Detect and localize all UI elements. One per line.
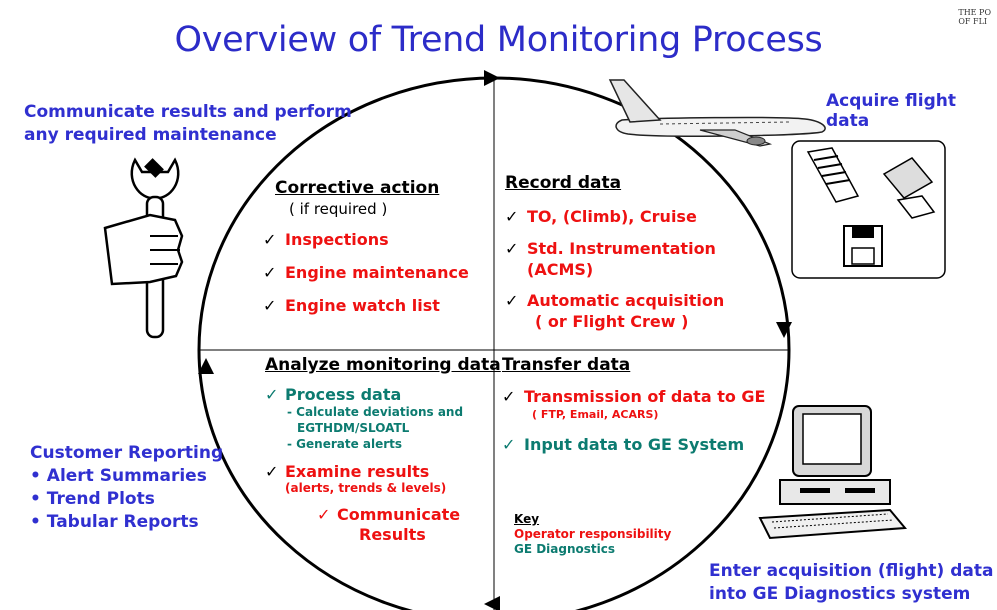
corner-mark-line: OF FLI — [958, 17, 988, 26]
corrective-action-subheading: ( if required ) — [289, 200, 388, 218]
check-icon: ✓ — [265, 385, 279, 404]
quadrant-transfer: Transfer data ✓ Transmission of data to G… — [502, 355, 765, 454]
report-item: • Trend Plots — [30, 489, 155, 509]
arrow-bottom-icon — [484, 596, 500, 610]
sub-item: EGTHDM/SLOATL — [297, 421, 410, 435]
floppy-disk-icon — [843, 225, 883, 267]
quadrant-corrective-action: Corrective action ( if required ) ✓ Inspe… — [263, 178, 469, 315]
key-ge: GE Diagnostics — [514, 542, 616, 556]
check-icon: ✓ — [505, 239, 519, 258]
label-line: Enter acquisition (flight) data — [709, 561, 994, 581]
list-item: ✓ TO, (Climb), Cruise — [505, 207, 724, 226]
list-item: ✓ Transmission of data to GE — [502, 387, 765, 406]
label-line: into GE Diagnostics system — [709, 584, 971, 604]
item-text-cont: ( or Flight Crew ) — [535, 312, 689, 331]
item-text: Engine maintenance — [285, 263, 469, 282]
data-media-box — [791, 140, 946, 279]
list-item: ✓ Engine watch list — [263, 296, 469, 315]
check-icon: ✓ — [505, 291, 519, 310]
sub-item: - Generate alerts — [287, 437, 403, 451]
arrow-top-icon — [484, 70, 500, 86]
check-icon: ✓ — [502, 387, 516, 406]
paper-tape-icon — [806, 147, 860, 203]
item-text: Communicate — [337, 505, 461, 524]
label-acquire-flight-data: Acquire flight data — [826, 91, 956, 131]
check-icon: ✓ — [502, 435, 516, 454]
disk-cartridge-icon — [882, 157, 936, 219]
list-item: ✓ Inspections — [263, 230, 469, 249]
item-text: Input data to GE System — [524, 435, 745, 454]
quadrant-analyze: Analyze monitoring data ✓ Process data - … — [265, 355, 501, 545]
item-text: Examine results — [285, 462, 430, 481]
check-icon: ✓ — [505, 207, 519, 226]
check-icon: ✓ — [263, 230, 277, 249]
item-text: Automatic acquisition — [527, 291, 725, 310]
transfer-heading: Transfer data — [502, 355, 631, 375]
analyze-heading: Analyze monitoring data — [265, 355, 501, 375]
check-icon: ✓ — [263, 263, 277, 282]
item-text-cont: Results — [359, 525, 426, 544]
item-text-cont: (ACMS) — [527, 260, 594, 279]
item-sub: (alerts, trends & levels) — [285, 481, 447, 495]
item-sub: ( FTP, Email, ACARS) — [532, 408, 659, 421]
record-data-heading: Record data — [505, 173, 622, 193]
report-item: • Tabular Reports — [30, 512, 199, 532]
arrow-left-icon — [198, 358, 214, 374]
list-item: ✓ Automatic acquisition ( or Flight Crew … — [505, 290, 724, 332]
wrench-in-hand-icon — [103, 157, 184, 339]
item-text: Inspections — [285, 230, 389, 249]
list-item: ✓ Examine results — [265, 462, 501, 481]
label-enter-acquisition: Enter acquisition (flight) data into GE … — [709, 560, 993, 606]
customer-reporting-heading: Customer Reporting — [30, 443, 224, 463]
corner-mark-line: THE PO — [958, 8, 991, 17]
item-text: Std. Instrumentation — [527, 239, 716, 258]
key-heading: Key — [514, 512, 540, 526]
legend-key: Key Operator responsibility GE Diagnosti… — [514, 512, 671, 557]
list-item: ✓ Communicate Results — [317, 505, 501, 545]
label-communicate-maintenance: Communicate results and perform any requ… — [24, 101, 352, 147]
list-item: ✓ Input data to GE System — [502, 435, 765, 454]
computer-icon — [758, 405, 908, 540]
key-operator: Operator responsibility — [514, 527, 672, 541]
sub-item: - Calculate deviations and — [287, 405, 464, 419]
check-icon: ✓ — [263, 296, 277, 315]
process-sub-items: - Calculate deviations and EGTHDM/SLOATL… — [287, 404, 501, 452]
list-item: ✓ Process data — [265, 385, 501, 404]
arrow-right-icon — [776, 322, 792, 338]
list-item: ✓ Engine maintenance — [263, 263, 469, 282]
corrective-action-heading: Corrective action — [275, 178, 440, 198]
corner-mark: THE PO OF FLI — [958, 8, 991, 26]
report-item: • Alert Summaries — [30, 466, 207, 486]
label-line: any required maintenance — [24, 125, 277, 145]
check-icon: ✓ — [265, 462, 279, 481]
page-title: Overview of Trend Monitoring Process — [174, 20, 823, 60]
item-text: Transmission of data to GE — [524, 387, 766, 406]
check-icon: ✓ — [317, 505, 331, 524]
item-text: TO, (Climb), Cruise — [527, 207, 697, 226]
item-text: Engine watch list — [285, 296, 440, 315]
item-text: Process data — [285, 385, 402, 404]
quadrant-record-data: Record data ✓ TO, (Climb), Cruise ✓ Std. I… — [505, 173, 724, 332]
customer-reporting: Customer Reporting • Alert Summaries • T… — [30, 442, 223, 534]
label-line: Communicate results and perform — [24, 102, 352, 122]
airplane-icon — [608, 79, 826, 147]
list-item: ✓ Std. Instrumentation (ACMS) — [505, 238, 724, 280]
